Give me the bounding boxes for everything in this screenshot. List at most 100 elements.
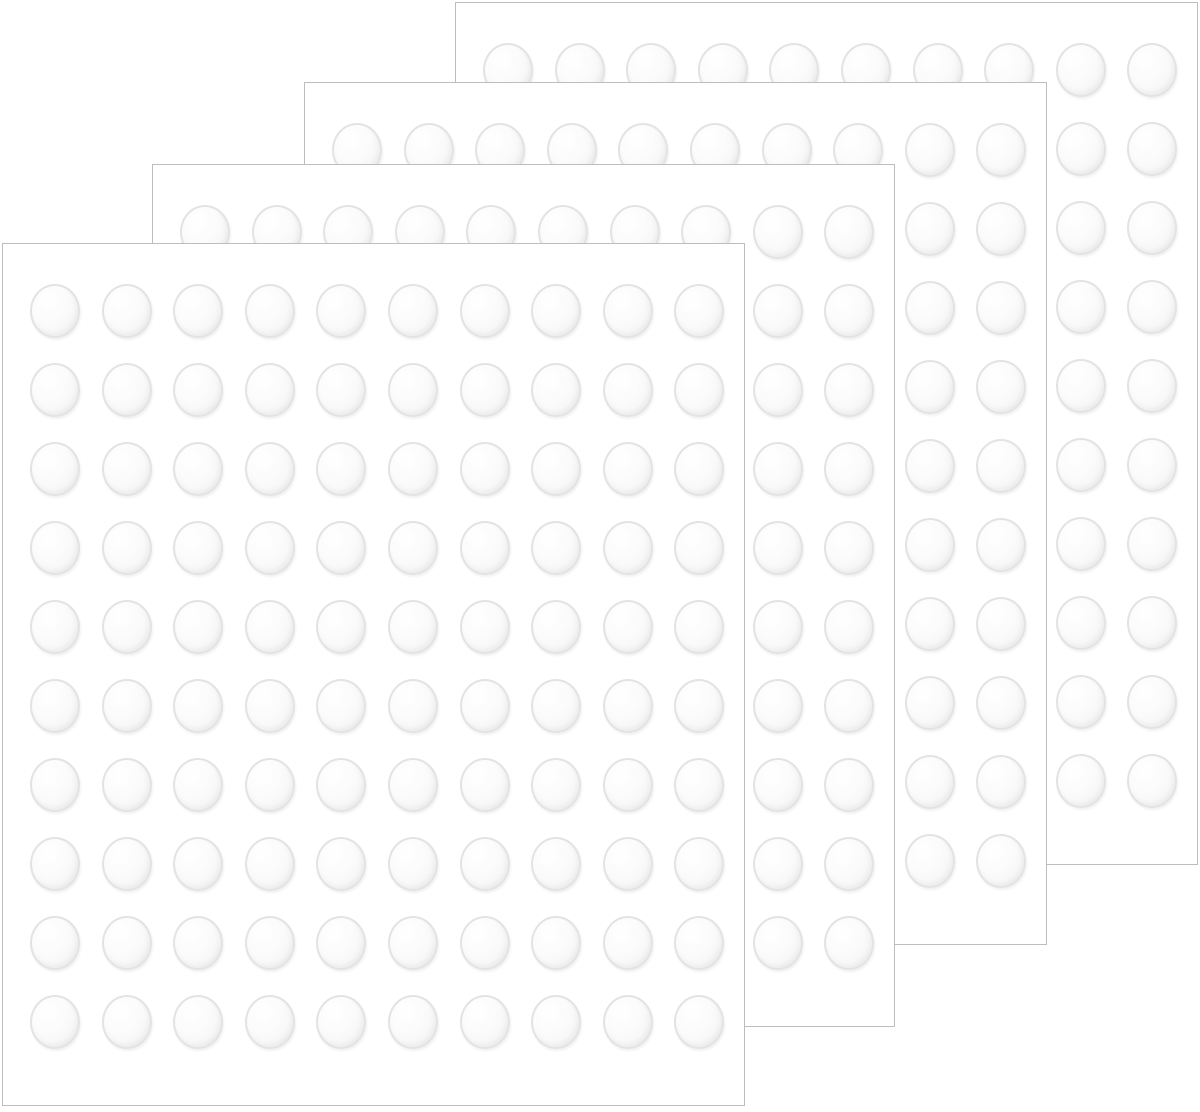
- adhesive-dot: [1127, 438, 1178, 492]
- adhesive-dot: [173, 679, 224, 733]
- adhesive-dot: [459, 837, 510, 891]
- adhesive-dot: [30, 916, 80, 970]
- adhesive-dot: [1127, 122, 1178, 176]
- adhesive-dot: [101, 521, 152, 575]
- adhesive-dot: [316, 837, 367, 891]
- adhesive-dot: [173, 916, 224, 970]
- adhesive-dot: [459, 995, 510, 1049]
- adhesive-dot: [1055, 201, 1106, 255]
- adhesive-dot: [904, 518, 955, 572]
- adhesive-dot: [101, 600, 152, 654]
- adhesive-dot: [752, 284, 803, 338]
- adhesive-dot: [602, 363, 653, 417]
- adhesive-dot: [531, 442, 582, 496]
- adhesive-dot: [244, 679, 295, 733]
- adhesive-dot: [1055, 517, 1106, 571]
- adhesive-dot: [316, 442, 367, 496]
- adhesive-dot: [316, 679, 367, 733]
- adhesive-dot: [531, 758, 582, 812]
- adhesive-dot: [101, 837, 152, 891]
- adhesive-dot: [388, 837, 438, 891]
- adhesive-dot: [531, 837, 582, 891]
- adhesive-dot: [904, 360, 955, 414]
- adhesive-dot: [904, 597, 955, 651]
- adhesive-dot: [602, 995, 653, 1049]
- adhesive-dot: [531, 679, 582, 733]
- adhesive-dot: [752, 679, 803, 733]
- adhesive-dot: [101, 284, 152, 338]
- adhesive-dot: [976, 360, 1027, 414]
- adhesive-dot: [752, 916, 803, 970]
- adhesive-dot: [904, 439, 955, 493]
- adhesive-dot: [602, 284, 653, 338]
- adhesive-dot: [1055, 438, 1106, 492]
- adhesive-dot: [30, 837, 80, 891]
- adhesive-dot: [1127, 596, 1178, 650]
- adhesive-dot: [1127, 359, 1178, 413]
- adhesive-dot: [1055, 122, 1106, 176]
- adhesive-dot: [388, 600, 438, 654]
- adhesive-dot: [459, 442, 510, 496]
- adhesive-dot: [824, 916, 875, 970]
- adhesive-dot: [316, 995, 367, 1049]
- adhesive-dot: [531, 521, 582, 575]
- sticker-sheet: [2, 243, 745, 1106]
- adhesive-dot: [173, 995, 224, 1049]
- adhesive-dot: [602, 521, 653, 575]
- adhesive-dot: [30, 758, 80, 812]
- adhesive-dot: [674, 442, 725, 496]
- adhesive-dot: [1127, 675, 1178, 729]
- adhesive-dot: [101, 363, 152, 417]
- adhesive-dot: [459, 284, 510, 338]
- adhesive-dot: [173, 758, 224, 812]
- adhesive-dot: [824, 442, 875, 496]
- adhesive-dot: [459, 758, 510, 812]
- adhesive-dot: [674, 679, 725, 733]
- adhesive-dot: [173, 600, 224, 654]
- adhesive-dot: [602, 837, 653, 891]
- adhesive-dot: [388, 521, 438, 575]
- adhesive-dot: [824, 679, 875, 733]
- adhesive-dot: [459, 521, 510, 575]
- adhesive-dot: [316, 284, 367, 338]
- adhesive-dot: [30, 600, 80, 654]
- adhesive-dot: [1127, 280, 1178, 334]
- adhesive-dot: [824, 521, 875, 575]
- adhesive-dot: [173, 442, 224, 496]
- adhesive-dot: [824, 363, 875, 417]
- adhesive-dot: [1127, 201, 1178, 255]
- adhesive-dot: [976, 597, 1027, 651]
- adhesive-dot: [101, 442, 152, 496]
- adhesive-dot: [674, 600, 725, 654]
- adhesive-dot: [30, 995, 80, 1049]
- adhesive-dot: [244, 521, 295, 575]
- adhesive-dot: [316, 758, 367, 812]
- adhesive-dot: [1127, 43, 1178, 97]
- adhesive-dot: [531, 995, 582, 1049]
- adhesive-dot: [904, 202, 955, 256]
- adhesive-dot: [602, 442, 653, 496]
- adhesive-dot: [976, 676, 1027, 730]
- adhesive-dot: [30, 521, 80, 575]
- adhesive-dot: [1055, 359, 1106, 413]
- adhesive-dot: [602, 758, 653, 812]
- adhesive-dot: [173, 521, 224, 575]
- adhesive-dot: [101, 995, 152, 1049]
- adhesive-dot: [459, 916, 510, 970]
- adhesive-dot: [459, 679, 510, 733]
- adhesive-dot: [674, 521, 725, 575]
- adhesive-dot: [101, 679, 152, 733]
- adhesive-dot: [824, 758, 875, 812]
- adhesive-dot: [173, 284, 224, 338]
- adhesive-dot: [1055, 280, 1106, 334]
- adhesive-dot: [752, 837, 803, 891]
- adhesive-dot: [976, 439, 1027, 493]
- adhesive-dot: [976, 518, 1027, 572]
- adhesive-dot: [824, 600, 875, 654]
- adhesive-dot: [752, 442, 803, 496]
- adhesive-dot: [30, 442, 80, 496]
- adhesive-dot: [101, 916, 152, 970]
- adhesive-dot: [1127, 517, 1178, 571]
- adhesive-dot: [904, 281, 955, 335]
